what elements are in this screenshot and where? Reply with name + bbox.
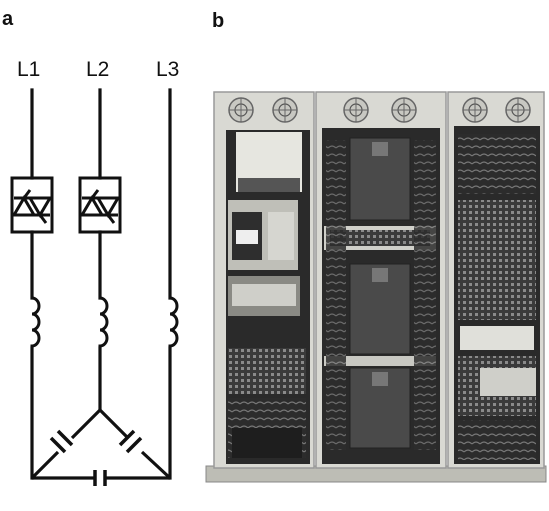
fan-icon — [462, 97, 488, 123]
thyristor-pair-icon — [78, 176, 122, 234]
cabinet-right — [447, 91, 545, 469]
coil-icon — [98, 296, 109, 348]
drive-module — [349, 367, 411, 449]
cabinet-middle — [315, 91, 447, 469]
line-label-l2: L2 — [86, 58, 110, 81]
panel-label-b: b — [212, 10, 225, 32]
capacitor-icon — [49, 429, 74, 454]
thyristor-pair-icon — [10, 176, 54, 234]
drive-module — [349, 263, 411, 355]
fan-icon — [272, 97, 298, 123]
drive-module — [349, 137, 411, 221]
panel-label-a: a — [2, 8, 14, 30]
fan-icon — [343, 97, 369, 123]
coil-icon — [30, 296, 41, 348]
coil-icon — [168, 296, 179, 348]
fan-icon — [228, 97, 254, 123]
cabinet-left — [213, 91, 315, 469]
fan-icon — [391, 97, 417, 123]
capacitor-icon — [118, 429, 143, 454]
line-label-l3: L3 — [156, 58, 180, 81]
capacitor-icon — [93, 470, 107, 486]
line-label-l1: L1 — [17, 58, 41, 81]
fan-icon — [505, 97, 531, 123]
